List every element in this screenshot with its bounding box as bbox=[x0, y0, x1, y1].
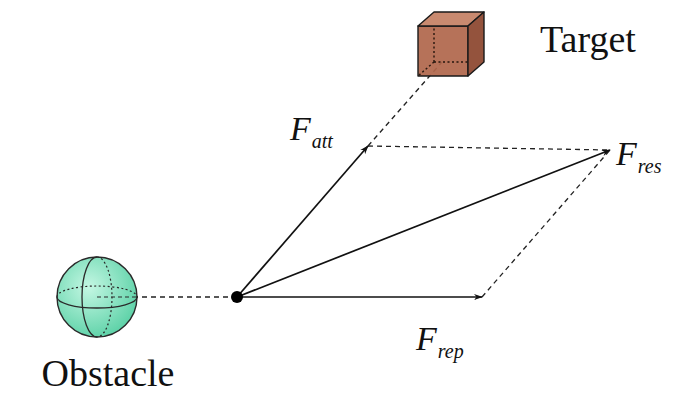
force-symbol: F bbox=[616, 137, 637, 171]
force-subscript: rep bbox=[438, 341, 464, 361]
force-arrow bbox=[237, 146, 368, 297]
force-symbol: F bbox=[416, 322, 437, 356]
sphere-shape bbox=[8, 250, 208, 350]
force-arrow bbox=[237, 150, 610, 297]
obstacle-sphere: Obstacle bbox=[8, 250, 208, 396]
force-arrow bbox=[237, 296, 482, 298]
target-cube: Target bbox=[410, 4, 682, 88]
node-label: Target bbox=[540, 20, 636, 58]
guide-line bbox=[368, 146, 610, 150]
guide-line bbox=[97, 296, 237, 297]
force-symbol: F bbox=[290, 112, 311, 146]
node-label: Obstacle bbox=[42, 354, 175, 392]
force-subscript: att bbox=[312, 131, 333, 151]
robot-point bbox=[231, 291, 243, 303]
guide-line bbox=[482, 150, 610, 297]
force-subscript: res bbox=[638, 156, 662, 176]
